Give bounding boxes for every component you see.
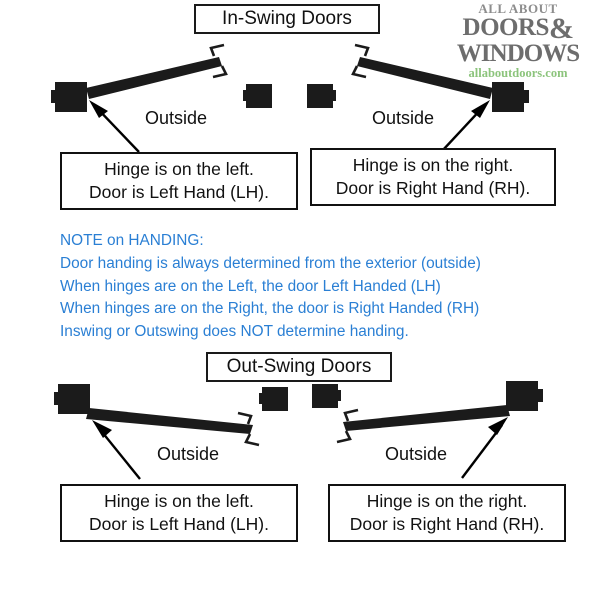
pointer-line — [94, 105, 140, 153]
note-line-1: Door handing is always determined from t… — [60, 254, 481, 272]
section-title-inswing: In-Swing Doors — [194, 4, 380, 34]
ampersand-glyph: & — [548, 12, 574, 45]
brand-logo: ALL ABOUT DOORS& WINDOWS allaboutdoors.c… — [442, 2, 594, 80]
arrow-head — [471, 100, 490, 118]
logo-line-all-about: ALL ABOUT — [478, 1, 558, 16]
caption-line-2: Door is Right Hand (RH). — [349, 514, 545, 534]
strike-notch — [243, 90, 247, 101]
hinge-jamb-block-left — [58, 384, 90, 414]
hinge-knuckle — [54, 392, 59, 405]
pointer-line — [97, 426, 141, 480]
strike-jamb-block-left — [312, 384, 338, 408]
caption-inswing-right: Hinge is on the right. Door is Right Han… — [310, 148, 556, 206]
caption-outswing-left: Hinge is on the left. Door is Left Hand … — [60, 484, 298, 542]
pointer-line — [461, 424, 503, 479]
latch-hardware-upper — [237, 411, 253, 425]
strike-jamb-block-right — [262, 387, 288, 411]
arrow-head — [89, 100, 108, 118]
door-slab — [343, 405, 510, 431]
section-title-outswing: Out-Swing Doors — [206, 352, 392, 382]
hinge-jamb-block-right — [492, 82, 524, 112]
hinge-jamb-block-right — [506, 381, 538, 411]
arrow-head — [488, 417, 508, 435]
outside-label-outswing-right: Outside — [385, 444, 448, 464]
strike-jamb-block-left — [307, 84, 333, 108]
note-heading: NOTE on HANDING: — [60, 232, 204, 249]
latch-hardware-upper — [343, 408, 359, 422]
door-slab — [86, 57, 222, 99]
logo-website-url: allaboutdoors.com — [468, 66, 568, 80]
hinge-knuckle — [51, 90, 56, 103]
hinge-knuckle — [524, 90, 529, 103]
hinge-knuckle — [538, 389, 543, 402]
logo-line-doors: DOORS& — [462, 12, 574, 45]
caption-line-1: Hinge is on the right. — [352, 154, 514, 175]
caption-line-1: Hinge is on the left. — [104, 490, 254, 511]
caption-outswing-right: Hinge is on the right. Door is Right Han… — [328, 484, 566, 542]
strike-notch — [332, 90, 336, 101]
pointer-line — [442, 105, 485, 151]
caption-line-1: Hinge is on the right. — [366, 490, 528, 511]
note-line-3: When hinges are on the Right, the door i… — [60, 300, 480, 318]
arrow-head — [92, 420, 112, 438]
hinge-jamb-block-left — [55, 82, 87, 112]
caption-line-2: Door is Left Hand (LH). — [89, 182, 269, 202]
caption-line-2: Door is Right Hand (RH). — [335, 178, 531, 198]
strike-notch — [259, 393, 263, 404]
caption-line-1: Hinge is on the left. — [104, 158, 254, 179]
outside-label-inswing-right: Outside — [372, 108, 435, 128]
caption-inswing-left: Hinge is on the left. Door is Left Hand … — [60, 152, 298, 210]
strike-jamb-block-right — [246, 84, 272, 108]
outside-label-outswing-left: Outside — [157, 444, 220, 464]
logo-line-windows: WINDOWS — [456, 40, 580, 67]
inswing-left-door-group — [51, 43, 272, 153]
handing-note-block: NOTE on HANDING: Door handing is always … — [60, 230, 530, 344]
latch-hardware-lower — [351, 65, 367, 79]
door-slab — [86, 408, 253, 434]
latch-hardware-upper — [354, 43, 370, 57]
latch-hardware-lower — [336, 430, 352, 444]
latch-hardware-lower — [244, 433, 260, 447]
strike-notch — [337, 390, 341, 401]
note-line-2: When hinges are on the Left, the door Le… — [60, 277, 441, 295]
latch-hardware-upper — [209, 43, 225, 57]
note-line-4: Inswing or Outswing does NOT determine h… — [60, 323, 409, 341]
latch-hardware-lower — [212, 65, 228, 79]
outside-label-inswing-left: Outside — [145, 108, 208, 128]
caption-line-2: Door is Left Hand (LH). — [89, 514, 269, 534]
